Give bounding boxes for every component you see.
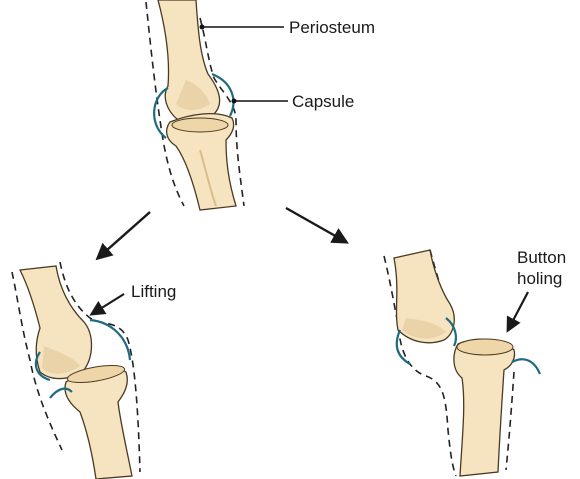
lower-bone <box>65 367 132 479</box>
lower-bone <box>454 339 515 476</box>
button-holing-label: Button holing <box>517 247 566 289</box>
arrow-to-button-holing <box>286 208 346 242</box>
periosteum-label: Periosteum <box>289 17 375 38</box>
button-holing-pointer-arrow <box>508 292 528 330</box>
periosteum-dashed-line <box>506 372 514 470</box>
capsule-line <box>512 359 540 374</box>
button-holing-label-line1: Button <box>517 247 566 268</box>
capsule-label: Capsule <box>292 91 354 112</box>
lifting-pointer-arrow <box>92 294 124 314</box>
capsule-line <box>90 320 130 360</box>
lifting-joint <box>12 262 140 479</box>
normal-joint <box>146 0 244 210</box>
button-holing-label-line2: holing <box>517 268 566 289</box>
arrow-to-lifting <box>98 212 150 258</box>
lifting-label: Lifting <box>131 281 176 302</box>
